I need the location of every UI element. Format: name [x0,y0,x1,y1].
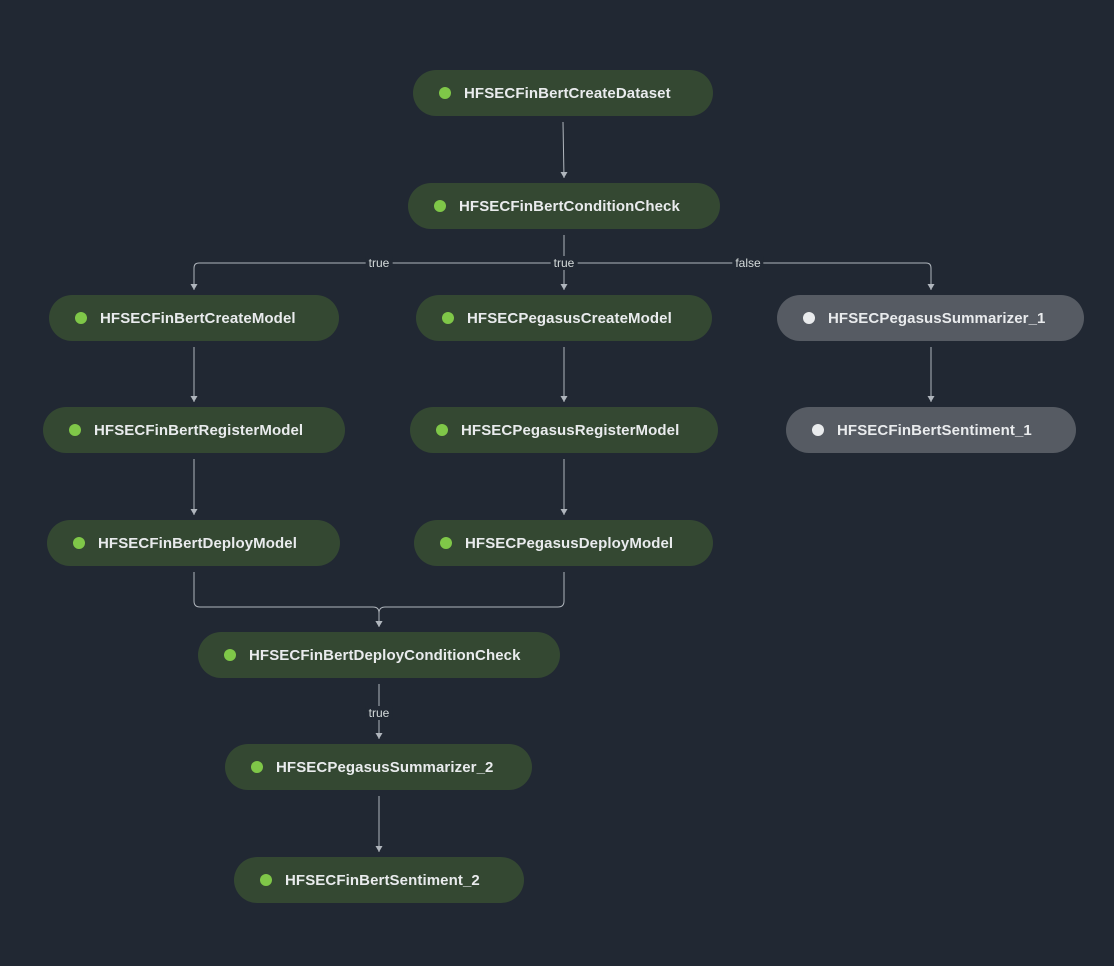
edge-pegasus-summarizer-2-to-finbert-sentiment-2-arrow [375,846,383,852]
edge-deploy-condition-check-to-pegasus-summarizer-2-arrow [375,733,383,739]
edge-pegasus-summarizer-1-to-finbert-sentiment-1-arrow [927,396,935,402]
step-label: HFSECPegasusSummarizer_1 [828,309,1046,327]
step-label: HFSECPegasusSummarizer_2 [276,758,494,776]
pipeline-step-finbert-deploy-model[interactable]: HFSECFinBertDeployModel [47,520,340,566]
pipeline-step-pegasus-summarizer-2[interactable]: HFSECPegasusSummarizer_2 [225,744,532,790]
status-succeeded-icon [69,424,81,436]
pipeline-step-finbert-register-model[interactable]: HFSECFinBertRegisterModel [43,407,345,453]
status-succeeded-icon [442,312,454,324]
step-label: HFSECFinBertCreateModel [100,309,296,327]
status-succeeded-icon [439,87,451,99]
edge-label-false: false [732,256,764,270]
edge-label-true: true [365,256,393,270]
pipeline-step-finbert-create-model[interactable]: HFSECFinBertCreateModel [49,295,339,341]
step-label: HFSECFinBertDeployModel [98,534,297,552]
step-label: HFSECPegasusDeployModel [465,534,674,552]
edge-pegasus-create-model-to-pegasus-register-model-arrow [560,396,568,402]
edge-finbert-create-model-to-finbert-register-model-arrow [190,396,198,402]
status-succeeded-icon [251,761,263,773]
edge-pegasus-deploy-model-to-deploy-condition-check [378,572,565,627]
step-label: HFSECFinBertRegisterModel [94,421,304,439]
status-succeeded-icon [440,537,452,549]
edge-pegasus-register-model-to-pegasus-deploy-model-arrow [560,509,568,515]
step-label: HFSECFinBertDeployConditionCheck [249,646,521,664]
status-succeeded-icon [436,424,448,436]
step-label: HFSECPegasusCreateModel [467,309,672,327]
pipeline-step-pegasus-create-model[interactable]: HFSECPegasusCreateModel [416,295,712,341]
step-label: HFSECFinBertSentiment_1 [837,421,1032,439]
edge-label-true: true [550,256,578,270]
edge-condition-check-to-finbert-create-model-arrow [190,284,198,290]
edge-condition-check-to-pegasus-create-model-arrow [560,284,568,290]
pipeline-step-pegasus-deploy-model[interactable]: HFSECPegasusDeployModel [414,520,713,566]
pipeline-step-finbert-sentiment-1[interactable]: HFSECFinBertSentiment_1 [786,407,1076,453]
edge-pegasus-deploy-model-to-deploy-condition-check-arrow [375,621,383,627]
status-succeeded-icon [434,200,446,212]
edge-create-dataset-to-condition-check [562,121,565,179]
step-label: HFSECFinBertSentiment_2 [285,871,480,889]
edge-condition-check-to-pegasus-summarizer-1-arrow [927,284,935,290]
step-label: HFSECPegasusRegisterModel [461,421,680,439]
edge-label-true: true [365,706,393,720]
pipeline-step-finbert-sentiment-2[interactable]: HFSECFinBertSentiment_2 [234,857,524,903]
pipeline-step-condition-check[interactable]: HFSECFinBertConditionCheck [408,183,720,229]
status-pending-icon [812,424,824,436]
step-label: HFSECFinBertConditionCheck [459,197,680,215]
pipeline-step-deploy-condition-check[interactable]: HFSECFinBertDeployConditionCheck [198,632,560,678]
status-succeeded-icon [224,649,236,661]
status-succeeded-icon [260,874,272,886]
edge-finbert-register-model-to-finbert-deploy-model-arrow [190,509,198,515]
step-label: HFSECFinBertCreateDataset [464,84,671,102]
pipeline-step-pegasus-register-model[interactable]: HFSECPegasusRegisterModel [410,407,718,453]
status-succeeded-icon [75,312,87,324]
pipeline-step-create-dataset[interactable]: HFSECFinBertCreateDataset [413,70,713,116]
status-pending-icon [803,312,815,324]
edge-finbert-deploy-model-to-deploy-condition-check [193,572,380,627]
edge-create-dataset-to-condition-check-arrow [560,172,568,178]
status-succeeded-icon [73,537,85,549]
pipeline-step-pegasus-summarizer-1[interactable]: HFSECPegasusSummarizer_1 [777,295,1084,341]
